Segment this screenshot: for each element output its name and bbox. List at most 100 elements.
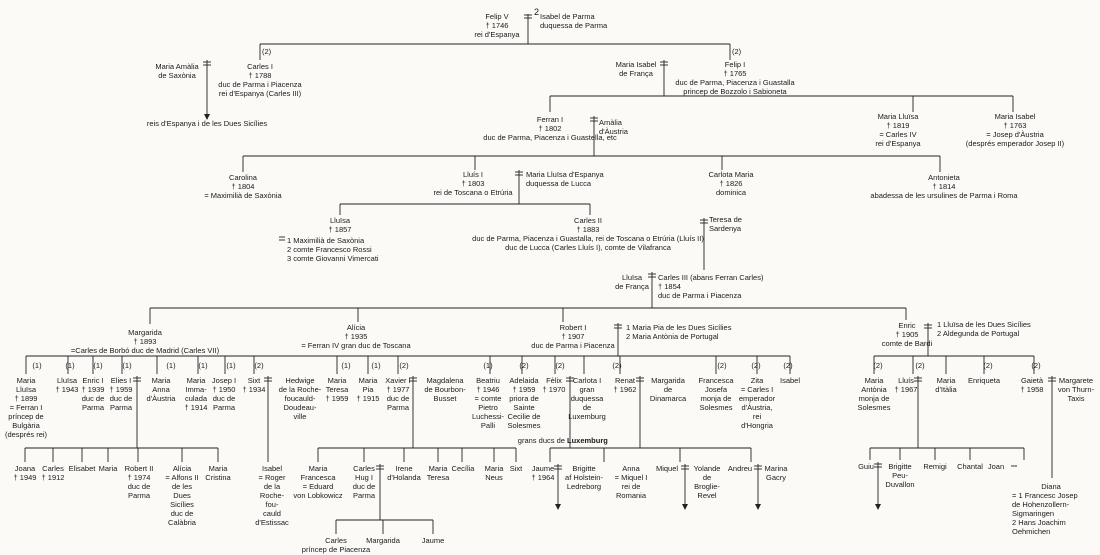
- person-robert-i: Robert I † 1907 duc de Parma i Piacenza: [531, 323, 615, 350]
- marriage-label: (2): [262, 47, 272, 56]
- person-yolande-broglie: Yolande de Broglie- Revel: [693, 464, 721, 500]
- marriage-label: (1): [341, 361, 351, 370]
- person-enric: Enric † 1905 comte de Bardi: [881, 321, 933, 348]
- person-jaume: Jaume: [421, 536, 445, 545]
- person-jaume-1964: Jaume † 1964: [531, 464, 555, 482]
- enric-spouses: 1 Lluïsa de les Dues Sicílies 2 Aldegund…: [937, 320, 1031, 338]
- marriage-label: (2): [612, 361, 622, 370]
- marriage-label: (2): [399, 361, 409, 370]
- person-zita: Zita = Carles I emperador d'Àustria, rei…: [738, 376, 776, 430]
- marriage-label: (2): [555, 361, 565, 370]
- person-amalia-austria: Amàlia d'Àustria: [599, 118, 628, 136]
- person-teresa-sardenya: Teresa de Sardenya: [709, 215, 742, 233]
- marriage-label: (1): [65, 361, 75, 370]
- person-josep-i: Josep I † 1950 duc de Parma: [211, 376, 237, 412]
- descendants-reis-espanya: reis d'Espanya i de les Dues Sicílies: [146, 119, 268, 128]
- person-maria-teresa: Maria Teresa: [426, 464, 450, 482]
- marriage-label: (2): [254, 361, 264, 370]
- person-cecilia: Cecília: [451, 464, 475, 473]
- person-maria-lluisa-espanya: Maria Lluïsa d'Espanya duquessa de Lucca: [526, 170, 604, 188]
- person-margarida-1893: Margarida † 1893 =Carles de Borbó duc de…: [70, 328, 220, 355]
- person-maria-teresa-1959: Maria Teresa † 1959: [325, 376, 349, 403]
- person-carles-i: Carles I † 1788 duc de Parma i Piacenza …: [218, 62, 302, 98]
- marriage-label: (2): [519, 361, 529, 370]
- marriage-label: (2): [732, 47, 742, 56]
- person-enriqueta: Enriqueta: [967, 376, 1001, 385]
- person-sixt: Sixt: [509, 464, 523, 473]
- person-lluisa-franca: Lluïsa de França: [615, 273, 649, 291]
- marriage-label: (2): [1031, 361, 1041, 370]
- person-maria-italia: Maria d'Itàlia: [935, 376, 957, 394]
- person-carles-1912: Carles † 1912: [41, 464, 65, 482]
- marriage-label: (1): [371, 361, 381, 370]
- person-margarete-thurn-taxis: Margarete von Thurn- Taxis: [1057, 376, 1095, 403]
- marriage-label: (2): [783, 361, 793, 370]
- luxemburg-label: Luxemburg: [567, 436, 608, 445]
- generation-number-2: 2: [534, 7, 540, 17]
- marriage-label: (1): [93, 361, 103, 370]
- person-sixt-1934: Sixt † 1934: [242, 376, 266, 394]
- person-maria-cristina: Maria Cristina: [205, 464, 231, 482]
- person-miquel: Miquel: [655, 464, 679, 473]
- person-marina-gacry: Marina Gacry: [764, 464, 788, 482]
- person-carles-hug-i: Carles Hug I duc de Parma: [352, 464, 376, 500]
- person-maria-anna-austria: Maria Anna d'Àustria: [146, 376, 176, 403]
- person-maria-amalia-saxonia: Maria Amàlia de Saxònia: [155, 62, 199, 80]
- person-robert-ii: Robert II † 1974 duc de Parma: [124, 464, 154, 500]
- person-elisabet: Elisabet: [68, 464, 96, 473]
- person-elies-i: Elies I † 1959 duc de Parma: [109, 376, 133, 412]
- person-carlota-luxemburg: Carlota I gran duquessa de Luxemburg: [568, 376, 606, 421]
- marriage-label: (2): [873, 361, 883, 370]
- person-brigitte-peu-duvallon: Brigitte Peu- Duvallon: [885, 462, 915, 489]
- person-felip-v: Felip V † 1746 rei d'Espanya: [474, 12, 520, 39]
- person-antonieta: Antonieta † 1814 abadessa de les ursulin…: [870, 173, 1018, 200]
- person-renat: Renat † 1962: [613, 376, 637, 394]
- person-brigitte-holstein: Brigitte af Holstein- Ledreborg: [565, 464, 603, 491]
- person-maria-lluisa-1899: Maria Lluïsa † 1899 = Ferran I príncep d…: [4, 376, 48, 439]
- marriage-label: (1): [32, 361, 42, 370]
- person-gaieta: Gaietà † 1958: [1020, 376, 1044, 394]
- marriage-label: (2): [983, 361, 993, 370]
- person-maria-immaculada: Maria Imma- culada † 1914: [184, 376, 208, 412]
- person-andreu: Andreu: [727, 464, 753, 473]
- person-maria-isabel-1763: Maria Isabel † 1763 = Josep d'Àustria (d…: [965, 112, 1065, 148]
- marriage-label: (2): [915, 361, 925, 370]
- person-felip-i: Felip I † 1765 duc de Parma, Piacenza i …: [675, 60, 795, 96]
- person-remigi: Remigi: [923, 462, 947, 471]
- person-ferran-i: Ferran I † 1802 duc de Parma, Piacenza i…: [483, 115, 617, 142]
- person-lluisa-1857: Lluïsa † 1857: [328, 216, 352, 234]
- person-enric-i: Enric I † 1939 duc de Parma: [81, 376, 105, 412]
- person-irene-holanda: Irene d'Holanda: [387, 464, 421, 482]
- person-maria-francesca: Maria Francesca = Eduard von Lobkowicz: [293, 464, 343, 500]
- person-chantal: Chantal: [957, 462, 983, 471]
- person-maria-antonia: Maria Antònia monja de Solesmes: [857, 376, 891, 412]
- person-lluis-i: Lluís I † 1803 rei de Toscana o Etrúria: [433, 170, 513, 197]
- person-isabel: Isabel: [779, 376, 801, 385]
- marriage-label: (2): [751, 361, 761, 370]
- person-magdalena: Magdalena de Bourbon- Busset: [424, 376, 466, 403]
- grans-ducs-label: grans ducs de: [517, 436, 567, 445]
- person-carles-iii: Carles III (abans Ferran Carles) † 1854 …: [658, 273, 764, 300]
- marriage-label: (2): [717, 361, 727, 370]
- person-isabel-roger: Isabel = Roger de la Roche- fou- cauld d…: [255, 464, 289, 527]
- person-beatriu: Beatriu † 1946 = comte Pietro Luchessi- …: [471, 376, 505, 430]
- person-joan: Joan: [987, 462, 1005, 471]
- person-anna-romania: Anna = Miquel I rei de Romania: [614, 464, 648, 500]
- person-maria-lluisa-1819: Maria Lluïsa † 1819 = Carles IV rei d'Es…: [875, 112, 921, 148]
- person-margarida-dinamarca: Margarida de Dinamarca: [649, 376, 687, 403]
- person-guiu: Guiu: [858, 462, 874, 471]
- person-francesca-josefa: Francesca Josefa monja de Solesmes: [698, 376, 734, 412]
- person-margarida: Margarida: [366, 536, 400, 545]
- person-adelaida: Adelaida † 1959 priora de Sainte Cecilie…: [507, 376, 541, 430]
- person-maria-isabel-franca: Maria Isabel de França: [615, 60, 657, 78]
- diana-spouses: = 1 Francesc Josep de Hohenzollern- Sigm…: [1012, 491, 1078, 536]
- person-joana: Joana † 1949: [13, 464, 37, 482]
- person-diana: Diana: [1041, 482, 1061, 491]
- marriage-label: (1): [483, 361, 493, 370]
- marriage-label: (1): [166, 361, 176, 370]
- person-carles-ii: Carles II † 1883 duc de Parma, Piacenza …: [472, 216, 704, 252]
- person-xavier-i: Xavier I † 1977 duc de Parma: [385, 376, 411, 412]
- marriage-label: (1): [226, 361, 236, 370]
